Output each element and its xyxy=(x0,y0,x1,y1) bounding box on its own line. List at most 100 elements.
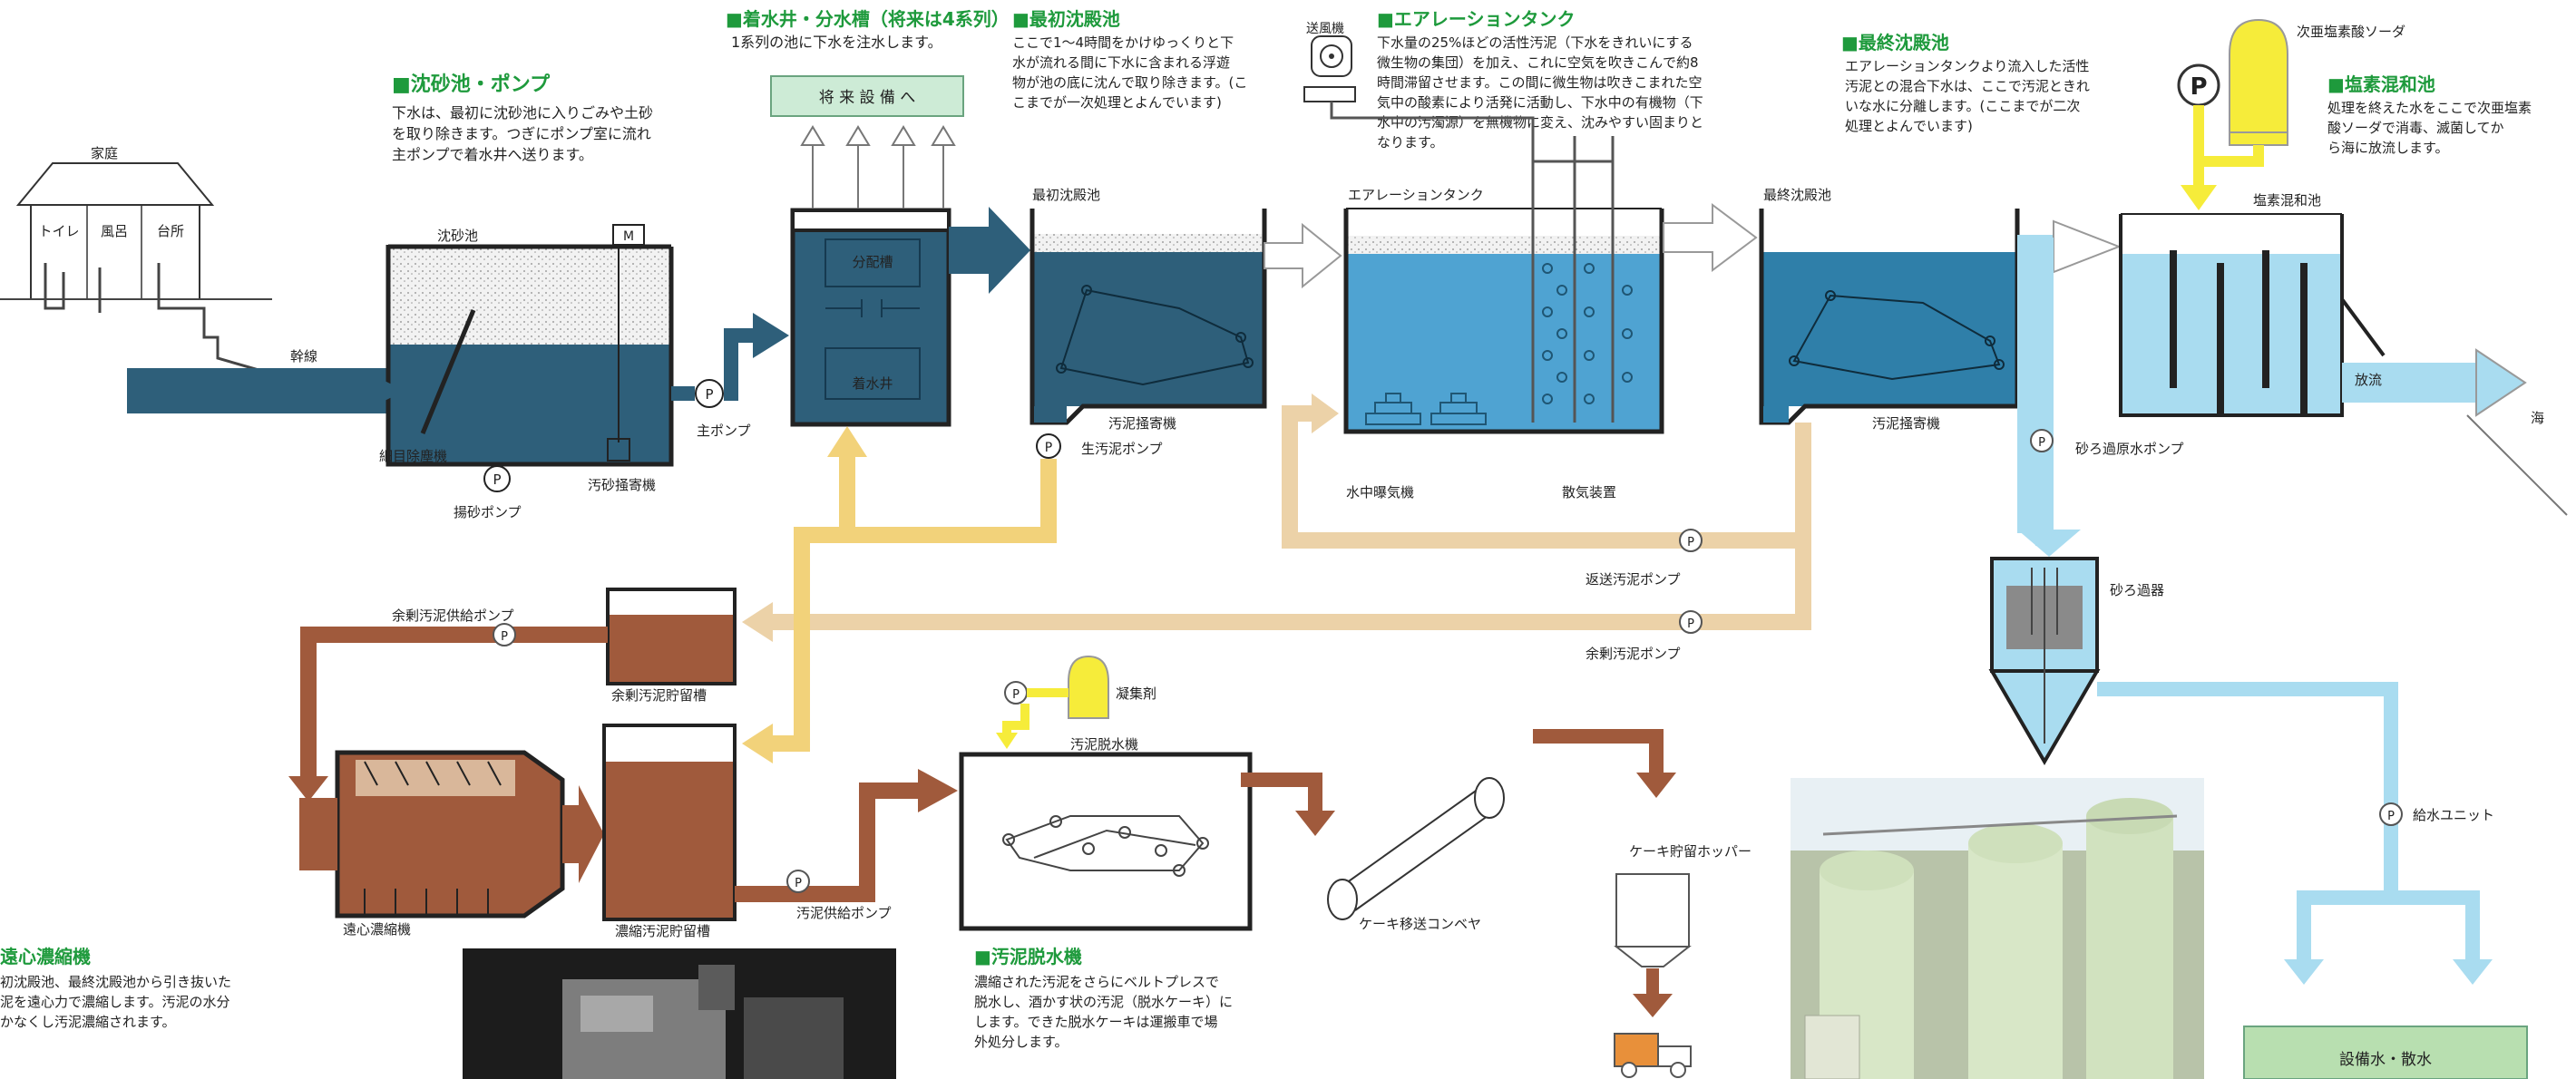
section-odei-line: 脱水し、酒かす状の汚泥（脱水ケーキ）に xyxy=(974,994,1233,1010)
dewater-feed-line xyxy=(735,783,922,902)
section-saisho-line: 水が流れる間に下水に含まれる浮遊 xyxy=(1012,54,1230,71)
cake-hopper: ケーキ貯留ホッパー xyxy=(1533,729,1751,1078)
section-chinsa-title: ■沈砂池・ポンプ xyxy=(392,73,551,96)
hopper-label: ケーキ貯留ホッパー xyxy=(1629,843,1751,860)
flow-arrow xyxy=(562,785,604,883)
section-enso-line: ら海に放流します。 xyxy=(2327,140,2449,156)
utility-water-box xyxy=(2243,1026,2528,1079)
section-aeration: ■エアレーションタンク 下水量の25%ほどの活性汚泥（下水をきれいにする 微生物… xyxy=(1377,8,1703,151)
primary-scraper-label: 汚泥掻寄機 xyxy=(1108,415,1176,432)
section-odei: ■汚泥脱水機 濃縮された汚泥をさらにベルトプレスで 脱水し、酒かす状の汚泥（脱水… xyxy=(974,946,1233,1050)
excess-sludge-line xyxy=(769,535,1811,630)
raw-sludge-pump: P xyxy=(1036,433,1061,459)
pump-symbol: P xyxy=(2038,436,2045,450)
pump-symbol: P xyxy=(501,630,508,644)
section-aeration-line: 時間滞留させます。この間に微生物は吹きこまれた空 xyxy=(1377,74,1703,91)
blower: 送風機 xyxy=(1303,22,1535,136)
section-aeration-line: 気中の酸素により活発に活動し、下水中の有機物（下 xyxy=(1377,94,1703,111)
section-odei-line: 外処分します。 xyxy=(974,1034,1068,1050)
section-chinsa-line: 主ポンプで着水井へ送ります。 xyxy=(392,146,593,163)
flow-arrow xyxy=(2053,219,2122,274)
excess-feed-pump-label: 余剰汚泥供給ポンプ xyxy=(392,608,514,624)
pump-symbol: P xyxy=(705,386,713,403)
submerged-aerator-label: 水中曝気機 xyxy=(1346,484,1414,501)
section-saisho-line: こまでが一次処理とよんでいます) xyxy=(1012,94,1222,111)
screen-bar xyxy=(420,309,476,434)
thickened-sludge-tank: 濃縮汚泥貯留槽 xyxy=(602,724,737,939)
main-pump: P 主ポンプ xyxy=(695,379,751,439)
grit-chamber: M 沈砂池 細目除塵機 揚砂ポンプ 汚砂掻寄機 xyxy=(379,224,674,520)
coagulant-pump: P xyxy=(1012,688,1020,702)
return-pump-label: 返送汚泥ポンプ xyxy=(1586,571,1681,588)
thickener-photo xyxy=(463,948,896,1079)
section-saishu-line: エアレーションタンクより流入した活性 xyxy=(1845,58,2089,74)
dewater-label: 汚泥脱水機 xyxy=(1070,736,1138,753)
section-chinsa: ■沈砂池・ポンプ 下水は、最初に沈砂池に入りごみや土砂 を取り除きます。つぎにポ… xyxy=(392,73,653,163)
distribution-label: 分配槽 xyxy=(852,254,893,270)
raw-sludge-line xyxy=(769,459,1057,752)
centrifugal-thickener: 遠心濃縮機 xyxy=(299,750,565,938)
excess-feed-pump: P 余剰汚泥供給ポンプ xyxy=(392,608,516,646)
house: 家庭 トイレ 風呂 台所 xyxy=(0,145,272,374)
chlorine-tank: 塩素混和池 放流 海 xyxy=(2119,192,2568,516)
water-supply-pump: P 給水ユニット xyxy=(2379,802,2494,826)
future-box xyxy=(770,75,964,117)
excess-pump-label: 余剰汚泥ポンプ xyxy=(1586,646,1681,662)
section-chakusui-line: 1系列の池に下水を注水します。 xyxy=(731,34,942,51)
motor-label: M xyxy=(623,229,634,244)
section-odei-title: ■汚泥脱水機 xyxy=(974,946,1082,967)
primary-tank-label: 最初沈殿池 xyxy=(1032,187,1100,203)
house-label: 家庭 xyxy=(91,145,118,161)
truck-icon xyxy=(1614,1033,1659,1067)
grit-pump: P xyxy=(483,465,511,492)
sand-filter-pump-label: 砂ろ過原水ポンプ xyxy=(2075,441,2184,457)
section-chakusui-title: ■着水井・分水槽（将来は4系列） xyxy=(726,8,1010,30)
toilet-label: トイレ xyxy=(38,223,79,239)
pump-symbol: P xyxy=(2387,810,2395,823)
section-chakusui: ■着水井・分水槽（将来は4系列） 1系列の池に下水を注水します。 xyxy=(726,8,1010,51)
main-sewer xyxy=(127,368,390,413)
final-scraper-label: 汚泥掻寄機 xyxy=(1872,415,1940,432)
diffuser-label: 散気装置 xyxy=(1562,484,1616,501)
sand-filter-feed-pump: P 砂ろ過原水ポンプ xyxy=(2030,429,2184,457)
water-supply-label: 給水ユニット xyxy=(2413,807,2494,823)
coagulant-label: 凝集剤 xyxy=(1116,685,1156,702)
belt-press: 汚泥脱水機 xyxy=(959,736,1253,931)
pump-symbol: P xyxy=(1045,441,1052,455)
pump-symbol: P xyxy=(1687,536,1694,549)
screen-label: 細目除塵機 xyxy=(379,448,447,464)
grit-pump-label: 揚砂ポンプ xyxy=(454,504,522,520)
section-saisho-line: ここで1～4時間をかけゆっくりと下 xyxy=(1012,34,1234,51)
section-enso-line: 酸ソーダで消毒、滅菌してか xyxy=(2327,120,2504,136)
section-saishu-line: 処理とよんでいます) xyxy=(1845,118,1973,134)
section-aeration-line: なります。 xyxy=(1377,134,1444,151)
section-enso: ■塩素混和池 処理を終えた水をここで次亜塩素 酸ソーダで消毒、滅菌してか ら海に… xyxy=(2327,73,2532,156)
pump-symbol: P xyxy=(1687,617,1694,631)
aeration-tank-label: エアレーションタンク xyxy=(1348,187,1484,203)
section-enshin-line: かなくし汚泥濃縮されます。 xyxy=(0,1014,176,1030)
wet-well-label: 着水井 xyxy=(852,375,893,392)
future-box-label: 将 来 設 備 へ xyxy=(819,89,916,107)
section-saishu-line: 汚泥との混合下水は、ここで汚泥ときれ xyxy=(1845,78,2090,94)
chlorine-tank-label: 塩素混和池 xyxy=(2253,192,2321,209)
flow-arrow xyxy=(1663,203,1758,272)
section-aeration-line: 下水量の25%ほどの活性汚泥（下水をきれいにする xyxy=(1377,34,1693,51)
excess-sludge-tank: 余剰汚泥貯留槽 xyxy=(606,588,737,704)
final-settling-tank: 最終沈殿池 汚泥掻寄機 xyxy=(1759,187,2020,432)
filter-plant-photo xyxy=(1791,778,2204,1079)
pump-symbol: P xyxy=(795,877,802,890)
hypochlorite-pump: P xyxy=(2190,73,2207,101)
hypochlorite-tank: P 次亜塩素酸ソーダ xyxy=(2177,18,2405,210)
cake-conveyor: ケーキ移送コンベヤ xyxy=(1327,777,1505,932)
section-saisho-line: 物が池の底に沈んで取り除きます。(こ xyxy=(1012,74,1247,91)
section-aeration-line: 微生物の集団）を加え、これに空気を吹きこんで約8 xyxy=(1377,54,1699,71)
pump-symbol: P xyxy=(493,471,501,488)
sludge-feed-pump: P 汚泥供給ポンプ xyxy=(786,870,892,921)
section-saisho: ■最初沈殿池 ここで1～4時間をかけゆっくりと下 水が流れる間に下水に含まれる浮… xyxy=(1012,8,1247,111)
section-odei-line: します。できた脱水ケーキは運搬車で場 xyxy=(974,1014,1218,1030)
conveyor-label: ケーキ移送コンベヤ xyxy=(1359,916,1481,932)
sea-label: 海 xyxy=(2531,410,2544,426)
section-saishu-title: ■最終沈殿池 xyxy=(1841,32,1949,53)
section-enshin-line: 泥を遠心力で濃縮します。汚泥の水分 xyxy=(0,994,230,1010)
